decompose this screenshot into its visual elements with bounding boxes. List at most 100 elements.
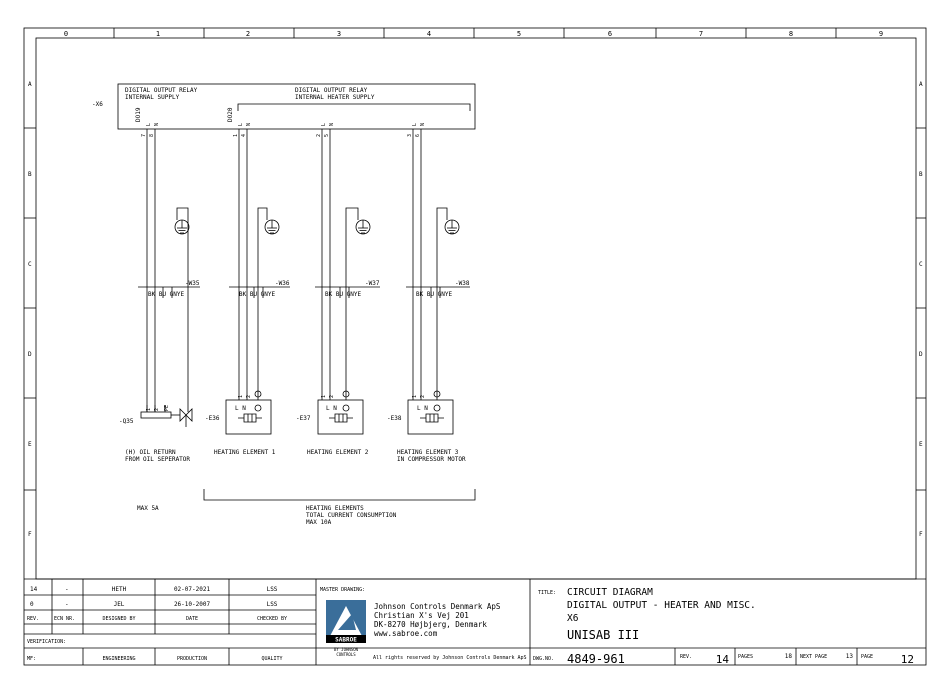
sabroe-logo: SABROE BY JOHNSON CONTROLS xyxy=(326,600,366,657)
quality-label: QUALITY xyxy=(261,656,282,662)
row-label-f-right: F xyxy=(919,531,923,538)
note-he-line3: MAX 10A xyxy=(306,519,332,526)
q35-term: PE xyxy=(164,405,170,411)
relay-heater-line2: INTERNAL HEATER SUPPLY xyxy=(295,94,375,101)
pin-letter: L xyxy=(321,123,327,126)
earth-icon xyxy=(355,219,371,235)
terminal-number: 1 xyxy=(233,134,239,137)
rev-row1-designed: HETH xyxy=(112,586,127,593)
pin-letter: N xyxy=(154,123,160,126)
row-label-e-right: E xyxy=(919,441,923,448)
row-label-e-left: E xyxy=(28,441,32,448)
earth-icon xyxy=(444,219,460,235)
verification-label: VERIFICATION: xyxy=(27,639,66,645)
rev-row2-date: 26-10-2007 xyxy=(174,601,211,608)
rev-row1-rev: 14 xyxy=(30,586,38,593)
rev-row2-ecn: - xyxy=(65,601,69,608)
terminal-number: 6 xyxy=(415,134,421,137)
note-he-line2: TOTAL CURRENT CONSUMPTION xyxy=(306,512,397,519)
hdr-rev: REV. xyxy=(27,616,39,622)
rev-row2-designed: JEL xyxy=(114,601,125,608)
earth-icon xyxy=(264,219,280,235)
terminal-number: 5 xyxy=(324,134,330,137)
logo-sub2: CONTROLS xyxy=(336,652,356,657)
note-max5a: MAX 5A xyxy=(137,505,159,512)
row-label-b-right: B xyxy=(919,171,923,178)
row-label-d-left: D xyxy=(28,351,32,358)
pin-letter: N xyxy=(246,123,252,126)
rights-text: All rights reserved by Johnson Controls … xyxy=(373,655,527,661)
col-label-1: 1 xyxy=(156,30,160,38)
e36-pins: L N xyxy=(235,405,246,412)
logo-sub1: BY JOHNSON xyxy=(334,647,359,652)
relay-heater-line1: DIGITAL OUTPUT RELAY xyxy=(295,87,368,94)
cable-cores-w36: BK BU GNYE xyxy=(239,291,276,298)
title-label: TITLE: xyxy=(538,590,556,596)
title-block xyxy=(24,578,926,665)
e38-tag: -E38 xyxy=(387,415,402,422)
rev-row1-ecn: - xyxy=(65,586,69,593)
circuit-w38 xyxy=(406,129,470,435)
col-label-5: 5 xyxy=(517,30,521,38)
pages-value: 18 xyxy=(785,653,793,660)
title-line2: DIGITAL OUTPUT - HEATER AND MISC. xyxy=(567,600,756,611)
relay-internal-line2: INTERNAL SUPPLY xyxy=(125,94,180,101)
pages-label: PAGES xyxy=(738,654,753,660)
col-label-7: 7 xyxy=(699,30,703,38)
rev-row2-checked: LSS xyxy=(267,601,278,608)
q35-term: 1 xyxy=(146,408,152,411)
company-line2: Christian X's Vej 201 xyxy=(374,611,469,620)
terminal-number: 2 xyxy=(316,134,322,137)
column-ruler xyxy=(113,28,837,38)
rev-value: 14 xyxy=(716,653,730,666)
title-line1: CIRCUIT DIAGRAM xyxy=(567,587,653,598)
circuit-w35 xyxy=(138,129,200,412)
drawing-number: 4849-961 xyxy=(567,652,625,666)
cable-tag-w35: -W35 xyxy=(185,280,200,287)
dwg-label: DWG.NO. xyxy=(533,656,554,662)
e37-desc1: HEATING ELEMENT 2 xyxy=(307,449,369,456)
pin-letter: L xyxy=(412,123,418,126)
e38-term: 1 xyxy=(412,395,418,398)
col-label-2: 2 xyxy=(246,30,250,38)
e38-term: 2 xyxy=(420,395,426,398)
page-label: PAGE xyxy=(861,654,873,660)
row-label-b-left: B xyxy=(28,171,32,178)
earth-terminal-icon xyxy=(433,390,441,412)
e37-tag: -E37 xyxy=(296,415,311,422)
col-label-4: 4 xyxy=(427,30,431,38)
relay-id-do20: DO20 xyxy=(227,107,234,122)
mf-label: MF: xyxy=(27,656,36,662)
e37-term: 1 xyxy=(321,395,327,398)
col-label-0: 0 xyxy=(64,30,68,38)
production-label: PRODUCTION xyxy=(177,656,207,662)
row-label-a-right: A xyxy=(919,81,923,88)
pin-letter: N xyxy=(329,123,335,126)
circuit-w37 xyxy=(315,129,380,435)
logo-text: SABROE xyxy=(335,637,357,644)
hdr-designed: DESIGNED BY xyxy=(102,616,135,622)
x6-connector-block xyxy=(117,83,476,130)
earth-terminal-icon xyxy=(254,390,262,412)
outer-frame xyxy=(23,27,927,666)
hdr-date: DATE xyxy=(186,616,198,622)
cable-cores-w38: BK BU GNYE xyxy=(416,291,453,298)
terminal-number: 7 xyxy=(141,134,147,137)
company-line1: Johnson Controls Denmark ApS xyxy=(374,602,501,611)
e38-desc2: IN COMPRESSOR MOTOR xyxy=(397,456,466,463)
cable-tag-w38: -W38 xyxy=(455,280,470,287)
valve-q35 xyxy=(140,405,193,427)
q35-desc2: FROM OIL SEPERATOR xyxy=(125,456,190,463)
e38-desc1: HEATING ELEMENT 3 xyxy=(397,449,459,456)
rev-row2-rev: 0 xyxy=(30,601,34,608)
row-label-c-left: C xyxy=(28,261,32,268)
terminal-number: 3 xyxy=(407,134,413,137)
x6-tag: -X6 xyxy=(92,101,103,108)
rev-row1-date: 02-07-2021 xyxy=(174,586,211,593)
hdr-checked: CHECKED BY xyxy=(257,616,287,622)
col-label-3: 3 xyxy=(337,30,341,38)
title-line3: X6 xyxy=(567,613,579,624)
earth-terminal-icon xyxy=(342,390,350,412)
heater-supply-bracket xyxy=(237,103,471,111)
